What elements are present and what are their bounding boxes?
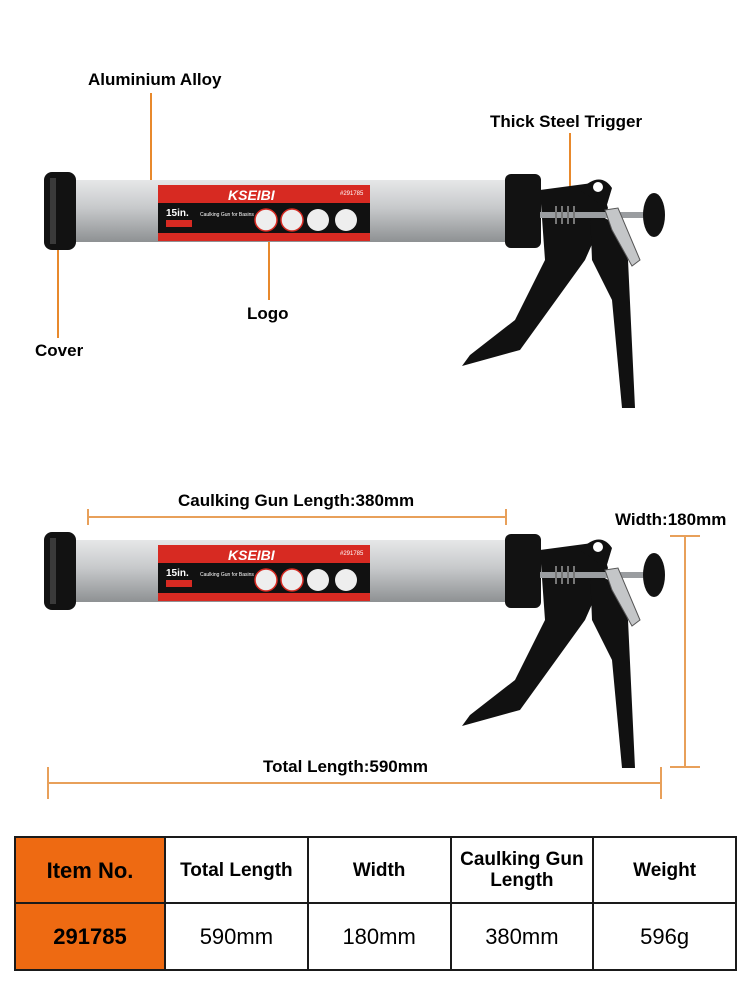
header-total-length: Total Length bbox=[164, 836, 309, 904]
spec-table: Item No. Total Length Width Caulking Gun… bbox=[14, 836, 737, 971]
dimension-width-label: Width:180mm bbox=[615, 510, 727, 529]
dimension-gun-length-line bbox=[87, 516, 507, 518]
header-caulking-gun-length: Caulking Gun Length bbox=[449, 836, 595, 904]
value-width: 180mm bbox=[306, 902, 452, 971]
dimension-total-length-label: Total Length:590mm bbox=[263, 757, 428, 776]
value-total-length: 590mm bbox=[164, 902, 309, 971]
spring bbox=[555, 206, 575, 224]
dimension-gun-length-tick-left bbox=[87, 509, 89, 525]
value-item-no: 291785 bbox=[14, 902, 166, 971]
leader-line-trigger bbox=[569, 133, 571, 198]
callout-logo: Logo bbox=[247, 304, 289, 323]
plunger-rod bbox=[540, 212, 650, 218]
label-item-number: #291785 bbox=[340, 191, 364, 197]
spec-table-value-row: 291785 590mm 180mm 380mm 596g bbox=[14, 902, 737, 971]
callout-cover: Cover bbox=[35, 341, 84, 360]
dimension-width-tick-bottom bbox=[670, 766, 700, 768]
svg-text:Caulking Gun for Basins: Caulking Gun for Basins bbox=[200, 572, 254, 578]
trigger-handle bbox=[462, 179, 635, 408]
caulking-gun-image-top: KSEIBI #291785 15in. Caulking Gun for Ba… bbox=[44, 172, 665, 408]
caulking-gun-image-bottom: KSEIBI #291785 15in. Caulking Gun for Ba… bbox=[44, 532, 665, 768]
spec-table-header-row: Item No. Total Length Width Caulking Gun… bbox=[14, 836, 737, 904]
dimension-total-length-tick-right bbox=[660, 767, 662, 799]
value-weight: 596g bbox=[592, 902, 737, 971]
plunger-knob bbox=[643, 193, 665, 237]
dimension-width-line bbox=[684, 535, 686, 768]
dimension-total-length-line bbox=[47, 782, 662, 784]
front-collar bbox=[505, 174, 541, 248]
dimension-gun-length-tick-right bbox=[505, 509, 507, 525]
dimension-width-tick-top bbox=[670, 535, 700, 537]
end-cover bbox=[44, 172, 76, 250]
leader-line-logo bbox=[268, 210, 270, 300]
dimension-total-length-tick-left bbox=[47, 767, 49, 799]
svg-text:KSEIBI: KSEIBI bbox=[228, 547, 276, 563]
svg-text:15in.: 15in. bbox=[166, 568, 189, 579]
leader-line-aluminium bbox=[150, 93, 152, 181]
header-weight: Weight bbox=[592, 836, 737, 904]
header-item-no: Item No. bbox=[14, 836, 166, 904]
steel-trigger bbox=[604, 207, 641, 267]
label-size: 15in. bbox=[166, 208, 189, 219]
header-width: Width bbox=[306, 836, 452, 904]
dimension-gun-length-label: Caulking Gun Length:380mm bbox=[178, 491, 415, 510]
value-caulking-gun-length: 380mm bbox=[449, 902, 595, 971]
brand-wordmark: KSEIBI bbox=[228, 187, 276, 203]
callout-aluminium-alloy: Aluminium Alloy bbox=[88, 70, 222, 89]
brand-label: KSEIBI #291785 15in. Caulking Gun for Ba… bbox=[158, 185, 370, 241]
label-product-line: Caulking Gun for Basins bbox=[200, 212, 254, 218]
callout-thick-steel-trigger: Thick Steel Trigger bbox=[490, 112, 643, 131]
svg-text:#291785: #291785 bbox=[340, 551, 364, 557]
leader-line-cover bbox=[57, 226, 59, 338]
